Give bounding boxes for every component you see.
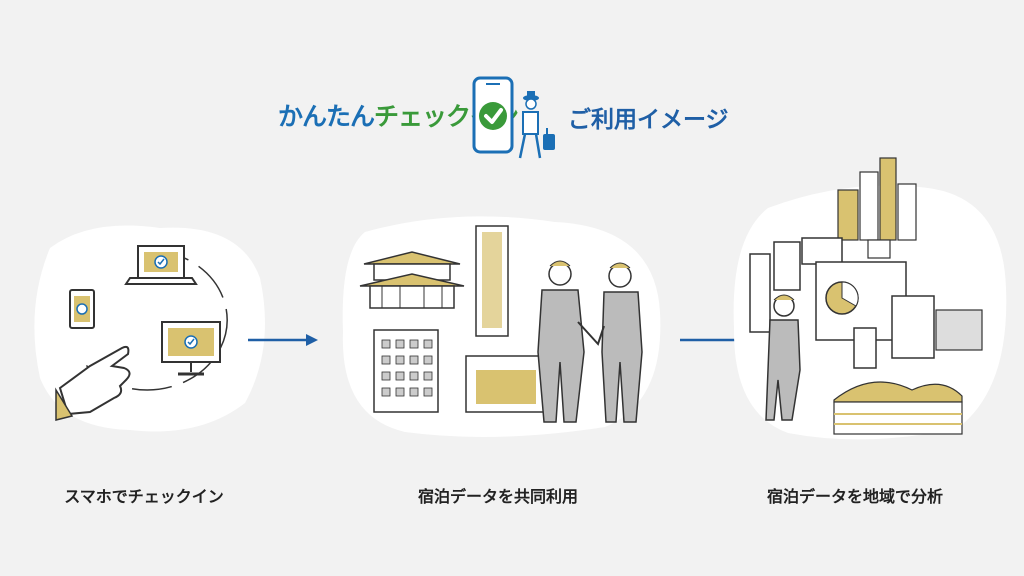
page-subtitle: ご利用イメージ xyxy=(568,107,729,133)
step-2-caption: 宿泊データを共同利用 xyxy=(417,487,578,506)
flow-arrow-1 xyxy=(248,334,318,346)
smartphone-checkin-illustration xyxy=(55,245,228,421)
logo-text-part1: かんたん xyxy=(278,102,375,131)
logo-phone-check-icon xyxy=(472,76,555,159)
step-3-caption: 宿泊データを地域で分析 xyxy=(766,487,943,506)
shared-data-illustration xyxy=(359,225,643,423)
regional-analysis-illustration xyxy=(749,157,983,435)
step-1-caption: スマホでチェックイン xyxy=(64,487,224,506)
